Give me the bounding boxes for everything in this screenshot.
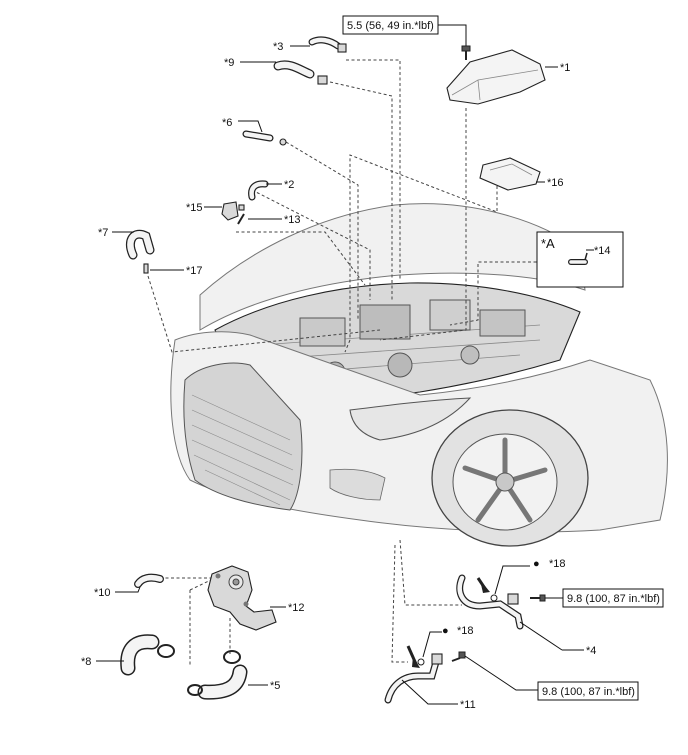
bolt-upper (530, 594, 546, 602)
part-14-fitting (568, 252, 588, 265)
torque-value-bolt-lower: 9.8 (100, 87 in.*lbf) (542, 686, 635, 698)
part-7-hose (125, 229, 155, 260)
label-part-6: *6 (222, 117, 232, 129)
clip-6 (279, 138, 287, 146)
engine-details (254, 299, 541, 383)
part-15-bracket (221, 201, 245, 221)
label-part-5: *5 (270, 680, 280, 692)
arrow-upper (476, 577, 490, 593)
non-reusable-dot-upper: ● (533, 558, 540, 570)
torque-box-bolt-lower (537, 681, 639, 701)
part-2-elbow-hose (248, 180, 269, 201)
label-part-4: *4 (586, 645, 596, 657)
part-5-hose (187, 650, 248, 700)
grille-mesh (191, 394, 294, 506)
label-part-3: *3 (273, 41, 283, 53)
label-part-18-lower: *18 (457, 625, 474, 637)
part-13-pin (237, 213, 245, 225)
grille (183, 362, 303, 511)
label-part-17: *17 (186, 265, 203, 277)
label-part-16: *16 (547, 177, 564, 189)
clamp-8 (157, 644, 175, 658)
arrow-lower (406, 645, 420, 668)
fog-lamp (329, 468, 386, 501)
torque-value-cover-bolt: 5.5 (56, 49 in.*lbf) (347, 20, 434, 32)
label-part-13: *13 (284, 214, 301, 226)
clamp-5-bottom (187, 684, 203, 696)
label-part-14: *14 (594, 245, 611, 257)
torque-value-bolt-upper: 9.8 (100, 87 in.*lbf) (567, 593, 660, 605)
non-reusable-dot-lower: ● (442, 625, 449, 637)
cover-bolt (461, 45, 471, 60)
part-11-pipe (384, 653, 443, 704)
part-16-module (479, 157, 541, 191)
label-view-a: *A (541, 236, 555, 251)
clamp-3 (337, 43, 347, 53)
label-part-10: *10 (94, 587, 111, 599)
routing-lines (147, 59, 575, 665)
label-part-7: *7 (98, 227, 108, 239)
torque-box-bolt-upper (562, 588, 664, 608)
label-part-12: *12 (288, 602, 305, 614)
label-part-15: *15 (186, 202, 203, 214)
part-8-hose (120, 634, 175, 676)
part-9-hose (273, 60, 328, 85)
part-12-housing (207, 565, 277, 631)
vehicle-front-illustration (170, 203, 668, 547)
part-3-hose (308, 36, 347, 53)
wheel-hub (495, 472, 515, 492)
part-6-hose (242, 130, 287, 146)
bolt-lower (451, 651, 466, 662)
label-part-18-upper: *18 (549, 558, 566, 570)
label-part-11: *11 (460, 699, 476, 711)
label-part-8: *8 (81, 656, 91, 668)
clamp-9 (317, 75, 328, 85)
label-part-1: *1 (560, 62, 570, 74)
part-17-pin (143, 263, 149, 274)
headlamp (349, 397, 472, 441)
part-1-cover (446, 49, 546, 105)
gasket-lower (417, 658, 425, 666)
gasket-upper (490, 594, 498, 602)
label-part-9: *9 (224, 57, 234, 69)
label-part-2: *2 (284, 179, 294, 191)
part-10-hose (134, 573, 164, 588)
clamp-5-top (223, 650, 241, 664)
part-4-pipe (456, 574, 524, 630)
